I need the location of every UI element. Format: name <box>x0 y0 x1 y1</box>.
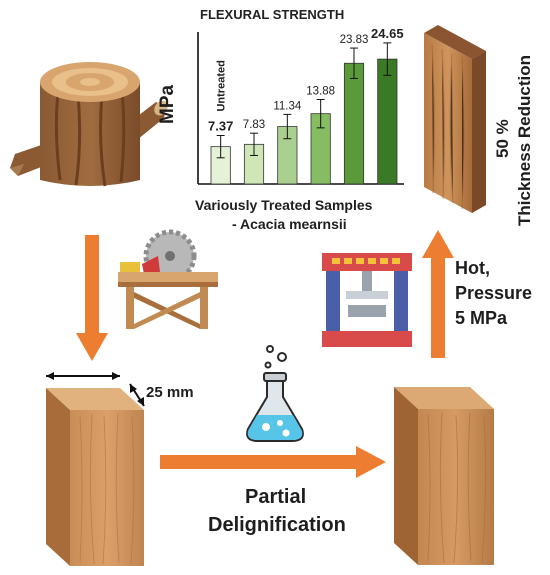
wood-block-delignified <box>394 387 494 565</box>
chart-value-label: 24.65 <box>371 26 404 41</box>
chart-bar <box>343 62 365 185</box>
arrow-up <box>422 230 454 358</box>
dimension-label: 25 mm <box>146 384 194 401</box>
arrow-right <box>160 446 386 478</box>
hot-label: Hot, <box>455 258 490 278</box>
thickness-reduction-label: Thickness Reduction <box>515 55 534 226</box>
pressure-value-label: 5 MPa <box>455 308 508 328</box>
chart-value-label: 11.34 <box>273 100 302 112</box>
wood-block-raw <box>46 372 145 566</box>
thickness-percent-label: 50 % <box>493 119 512 158</box>
hydraulic-press-icon <box>322 253 412 347</box>
chart-value-label: 7.83 <box>243 119 265 131</box>
chart-value-label: 7.37 <box>208 119 233 134</box>
chart-y-label: MPa <box>157 84 178 124</box>
delignification-label: Delignification <box>208 514 346 536</box>
pressure-label: Pressure <box>455 283 533 303</box>
arrow-down-1 <box>76 235 108 361</box>
saw-table-icon <box>118 229 218 329</box>
tree-stump-icon <box>10 62 168 187</box>
chart-title: FLEXURAL STRENGTH <box>200 7 345 22</box>
partial-label: Partial <box>245 486 307 508</box>
chart-value-label: 23.83 <box>340 34 369 46</box>
chart-x-label: Variously Treated Samples <box>195 197 373 213</box>
chart-value-label: 13.88 <box>306 85 335 97</box>
chart-category-label: Untreated <box>216 60 228 111</box>
chemistry-flask-icon <box>246 345 304 442</box>
chart-bar <box>377 58 398 185</box>
compressed-wood-block <box>424 25 486 213</box>
chart-x-sublabel: - Acacia mearnsii <box>232 216 347 232</box>
